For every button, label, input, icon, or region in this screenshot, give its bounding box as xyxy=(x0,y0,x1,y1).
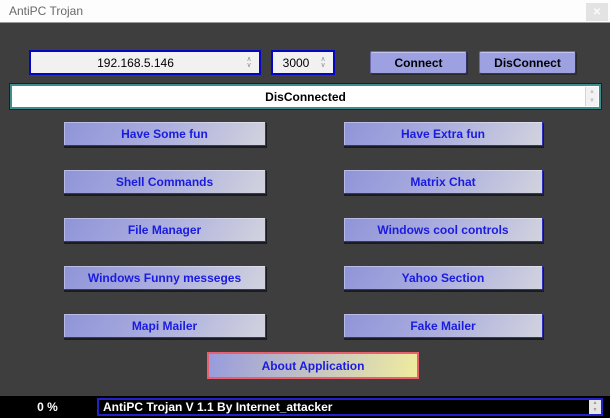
ip-address-input[interactable] xyxy=(33,52,238,73)
arrow-up-icon[interactable]: ▲ xyxy=(592,400,598,406)
arrow-down-icon[interactable]: ▼ xyxy=(592,407,598,413)
connect-button[interactable]: Connect xyxy=(370,51,467,74)
spinner-down-icon[interactable]: ∨ xyxy=(320,61,326,69)
progress-percent: 0 % xyxy=(37,400,58,414)
windows-cool-controls-button[interactable]: Windows cool controls xyxy=(343,217,543,242)
about-application-button[interactable]: About Application xyxy=(207,352,419,379)
connection-status-text: DisConnected xyxy=(265,89,346,104)
info-spinner[interactable]: ▲ ▼ xyxy=(589,400,601,414)
windows-funny-messages-button[interactable]: Windows Funny messeges xyxy=(63,265,266,290)
mapi-mailer-button[interactable]: Mapi Mailer xyxy=(63,313,266,338)
close-button[interactable]: ✕ xyxy=(586,3,608,21)
arrow-down-icon[interactable]: ▼ xyxy=(589,98,595,104)
title-bar: AntiPC Trojan ✕ xyxy=(0,0,610,23)
window-title: AntiPC Trojan xyxy=(9,4,84,18)
fake-mailer-button[interactable]: Fake Mailer xyxy=(343,313,543,338)
matrix-chat-button[interactable]: Matrix Chat xyxy=(343,169,543,194)
have-extra-fun-button[interactable]: Have Extra fun xyxy=(343,121,543,146)
file-manager-button[interactable]: File Manager xyxy=(63,217,266,242)
status-spinner[interactable]: ▲ ▼ xyxy=(585,87,598,106)
connection-status-box: DisConnected ▲ ▼ xyxy=(10,84,601,109)
bottom-status-bar: 0 % AntiPC Trojan V 1.1 By Internet_atta… xyxy=(0,396,610,418)
spinner-down-icon[interactable]: ∨ xyxy=(246,61,252,69)
port-field[interactable]: ∧ ∨ xyxy=(271,50,335,75)
yahoo-section-button[interactable]: Yahoo Section xyxy=(343,265,543,290)
spinner-up-icon[interactable]: ∧ xyxy=(246,55,252,63)
arrow-up-icon[interactable]: ▲ xyxy=(589,89,595,95)
disconnect-button[interactable]: DisConnect xyxy=(479,51,576,74)
spinner-up-icon[interactable]: ∧ xyxy=(320,55,326,63)
shell-commands-button[interactable]: Shell Commands xyxy=(63,169,266,194)
app-info-text: AntiPC Trojan V 1.1 By Internet_attacker xyxy=(103,400,333,414)
ip-spinner[interactable]: ∧ ∨ xyxy=(242,52,256,73)
port-spinner[interactable]: ∧ ∨ xyxy=(316,52,330,73)
close-icon: ✕ xyxy=(592,6,602,18)
app-info-box: AntiPC Trojan V 1.1 By Internet_attacker… xyxy=(97,398,603,416)
port-input[interactable] xyxy=(275,52,317,73)
ip-address-field[interactable]: ∧ ∨ xyxy=(29,50,261,75)
have-some-fun-button[interactable]: Have Some fun xyxy=(63,121,266,146)
